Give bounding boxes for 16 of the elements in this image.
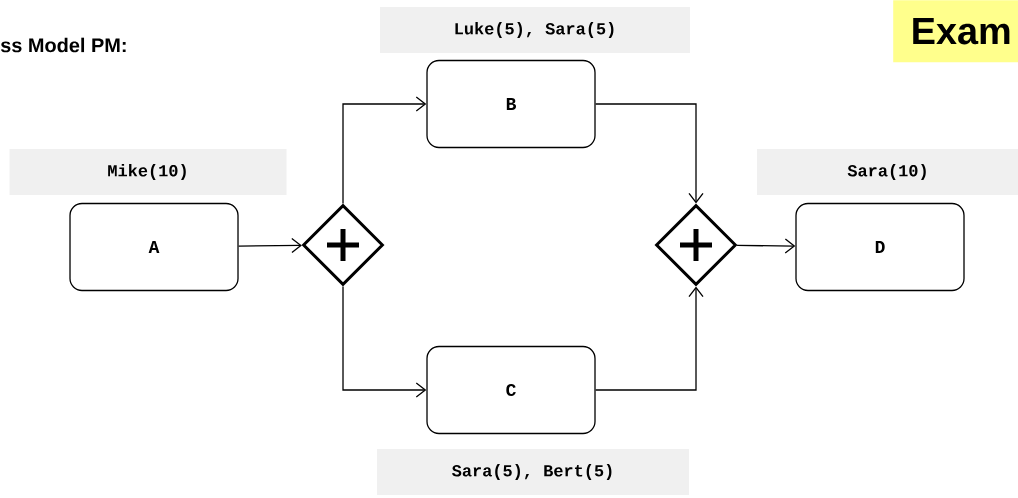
arrow [595, 286, 704, 391]
arrow [736, 238, 796, 254]
heading: ss Model PM: [0, 37, 126, 53]
arrow [595, 103, 704, 204]
arrow [342, 285, 427, 398]
task-box: B [426, 59, 596, 149]
resource-label: Sara(5), Bert(5) [377, 449, 689, 495]
task-box: C [426, 345, 596, 435]
task-box: A [69, 202, 239, 292]
arrow [238, 237, 302, 254]
resource-label: Sara(10) [757, 149, 1018, 195]
arrow [342, 96, 427, 205]
heading-banner: Exam [893, 0, 1018, 63]
resource-label: Luke(5), Sara(5) [380, 7, 690, 53]
resource-label: Mike(10) [9, 149, 287, 195]
task-box: D [795, 202, 965, 292]
